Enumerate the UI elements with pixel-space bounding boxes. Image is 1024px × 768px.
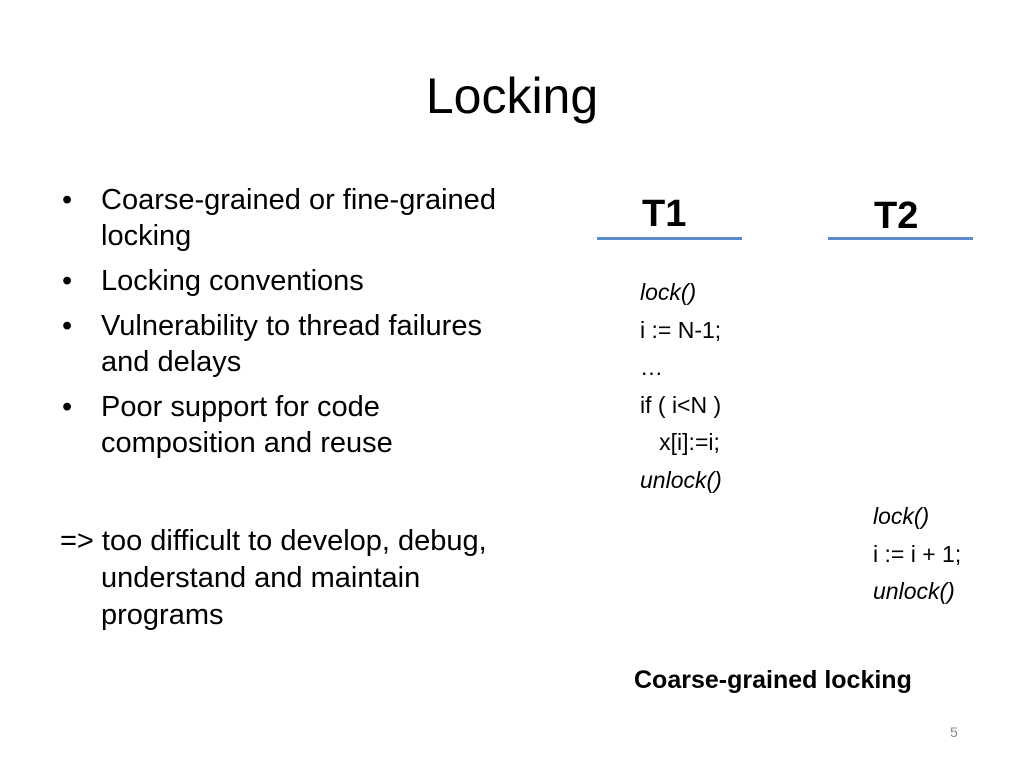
t1-code-line: x[i]:=i; bbox=[640, 429, 720, 455]
t1-code-line: i := N-1; bbox=[640, 316, 722, 343]
t1-code-line: unlock() bbox=[640, 466, 722, 493]
t2-code-line: i := i + 1; bbox=[873, 540, 962, 567]
bullet-list: • Coarse-grained or fine-grained locking… bbox=[60, 182, 500, 470]
bullet-text: Locking conventions bbox=[101, 265, 364, 297]
diagram-caption: Coarse-grained locking bbox=[634, 666, 912, 694]
bullet-text: Vulnerability to thread failures and del… bbox=[101, 310, 482, 378]
bullet-marker: • bbox=[62, 310, 73, 342]
t2-code-line: unlock() bbox=[873, 578, 955, 604]
conclusion-text: => too difficult to develop, debug, unde… bbox=[60, 525, 487, 631]
t1-heading-underline bbox=[597, 237, 742, 240]
bullet-text: Poor support for code composition and re… bbox=[101, 391, 393, 459]
t2-code-line: lock() bbox=[873, 503, 930, 529]
bullet-marker: • bbox=[62, 184, 73, 216]
bullet-marker: • bbox=[62, 265, 73, 297]
t1-code-line: if ( i<N ) bbox=[640, 391, 722, 418]
t1-code-block: lock() i := N-1; … if ( i<N ) x[i]:=i; u… bbox=[640, 274, 722, 499]
bullet-item: • Locking conventions bbox=[60, 263, 500, 299]
slide-title: Locking bbox=[425, 68, 599, 124]
bullet-item: • Coarse-grained or fine-grained locking bbox=[60, 182, 500, 254]
t2-heading-underline bbox=[828, 237, 973, 240]
page-number: 5 bbox=[950, 724, 958, 740]
bullet-marker: • bbox=[62, 391, 73, 423]
t1-heading: T1 bbox=[642, 193, 687, 235]
t2-code-block: lock() i := i + 1; unlock() bbox=[873, 498, 961, 611]
t1-code-line: lock() bbox=[640, 279, 697, 305]
t2-heading: T2 bbox=[874, 195, 919, 237]
bullet-text: Coarse-grained or fine-grained locking bbox=[101, 184, 496, 252]
bullet-item: • Vulnerability to thread failures and d… bbox=[60, 308, 500, 380]
bullet-item: • Poor support for code composition and … bbox=[60, 389, 500, 461]
t1-code-line: … bbox=[640, 354, 663, 380]
